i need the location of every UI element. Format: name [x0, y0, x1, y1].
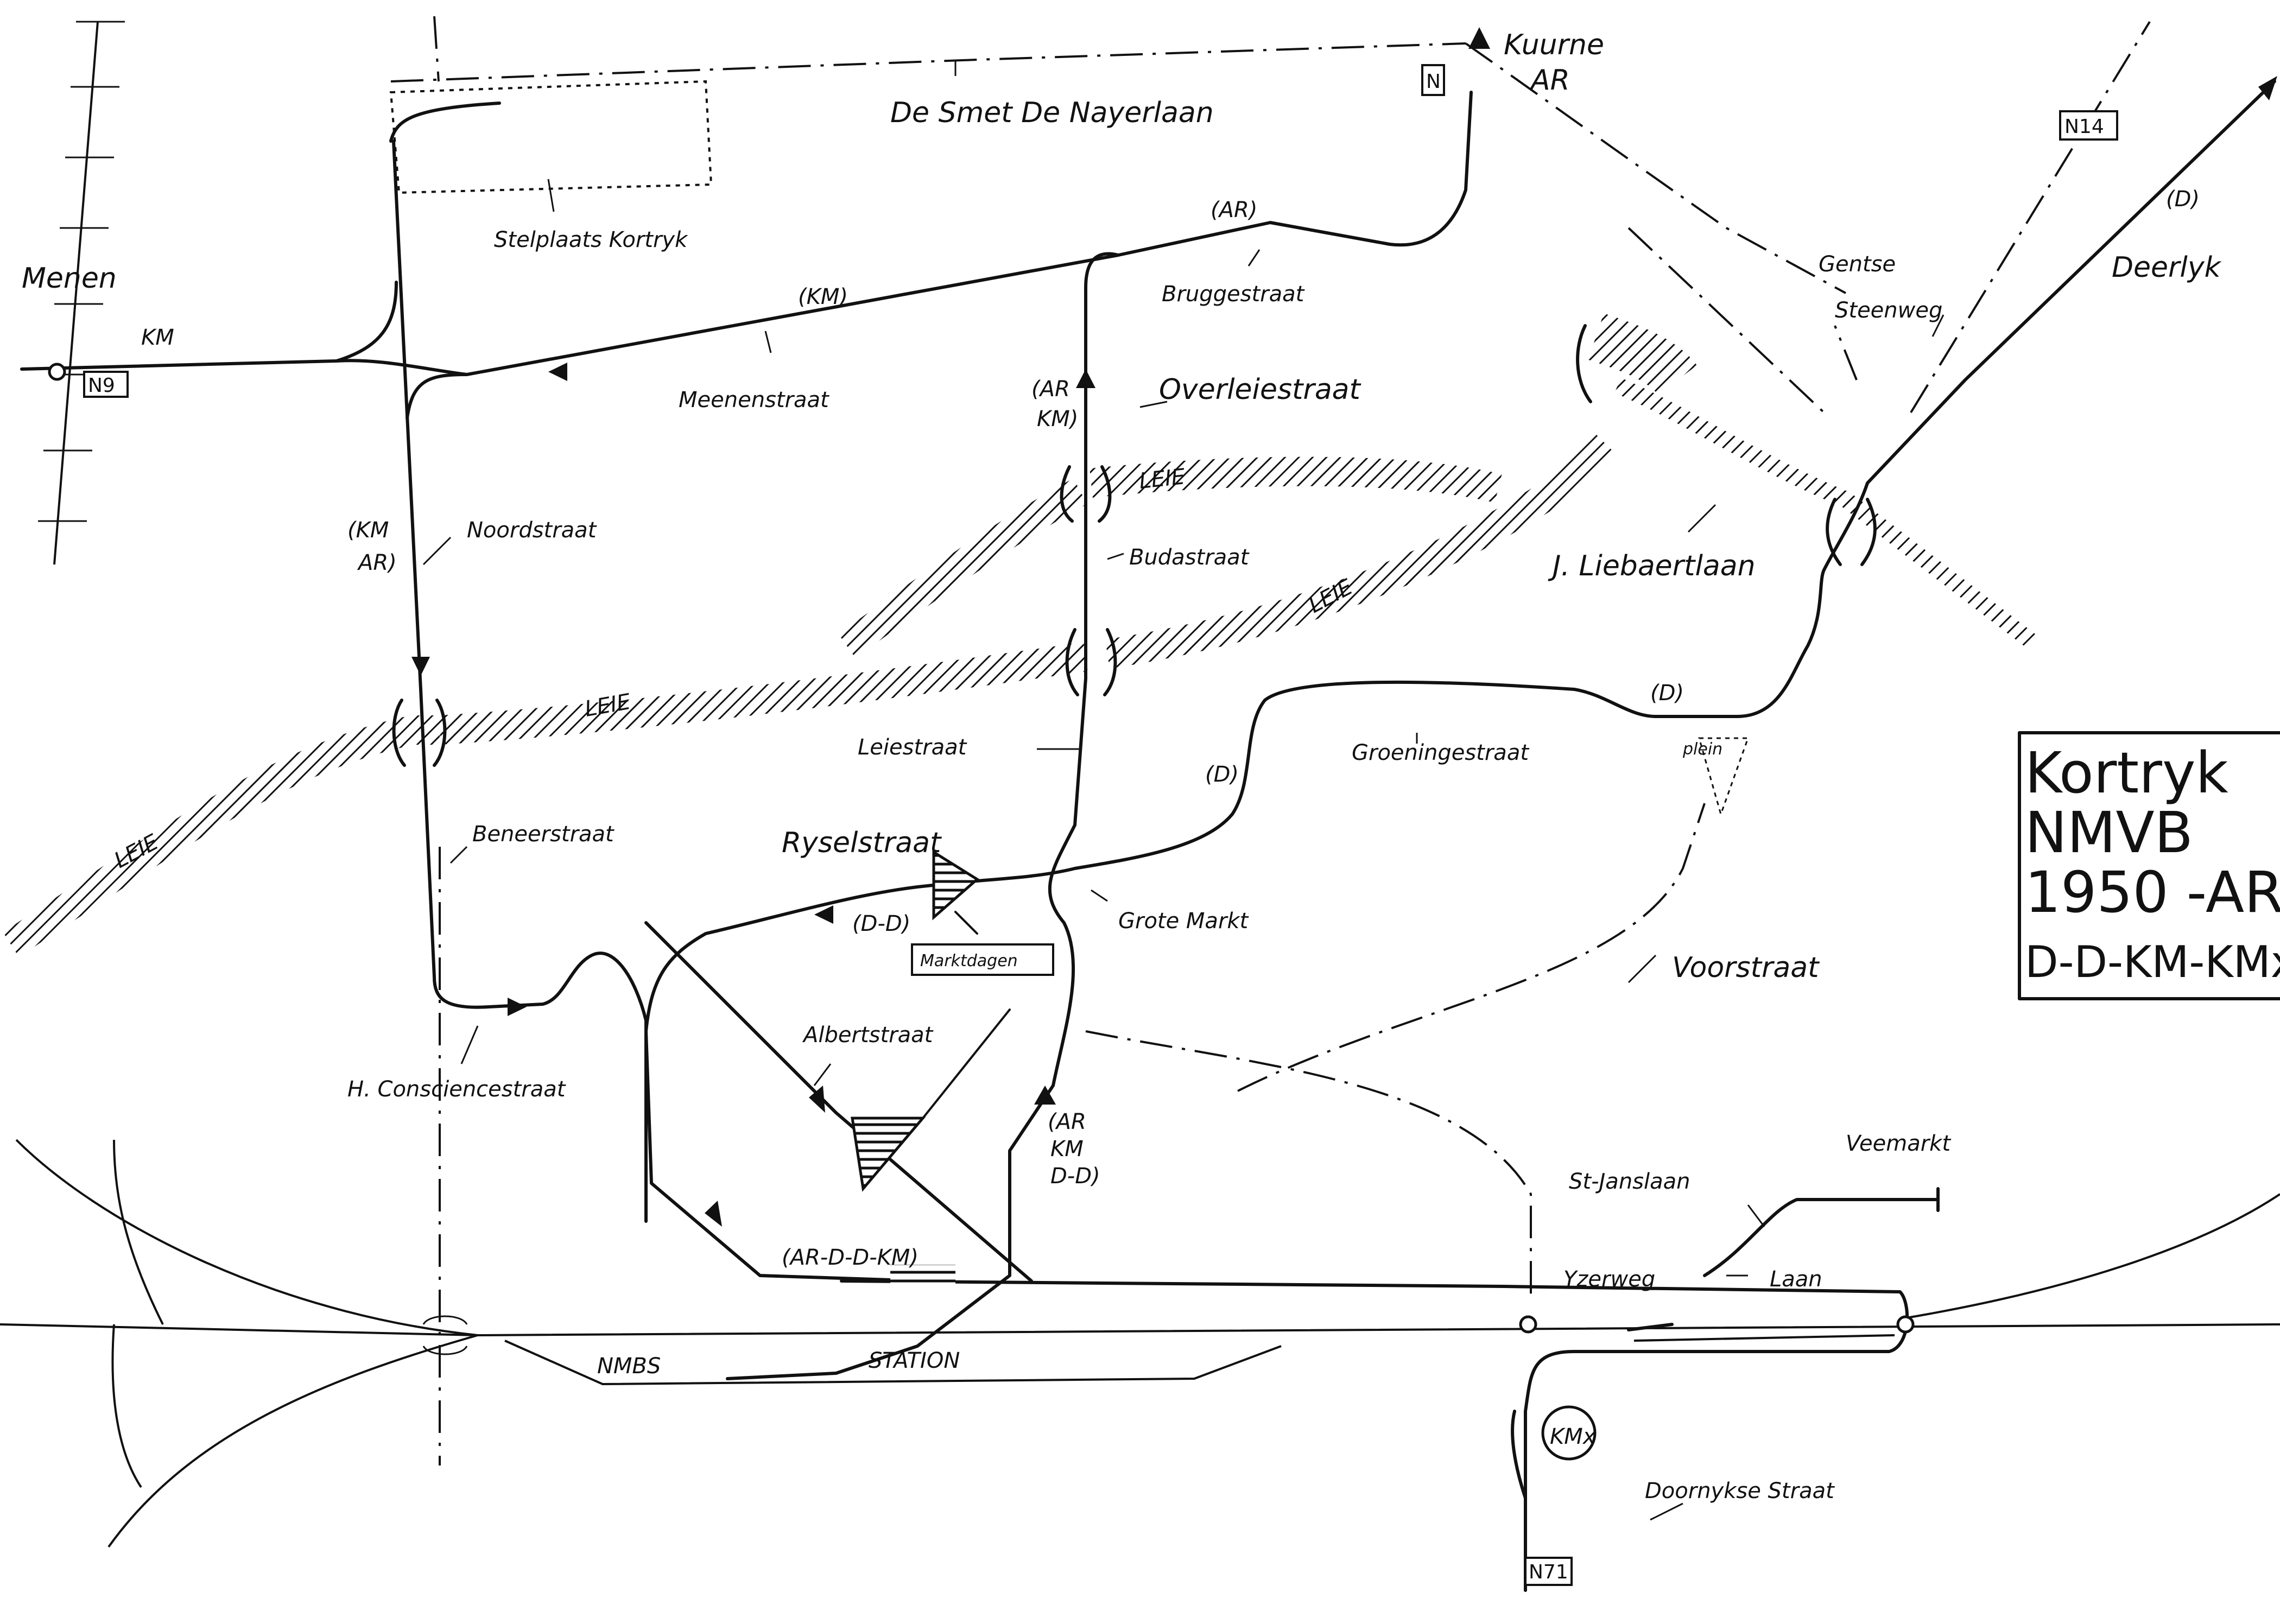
line-codes: KM (KM) (AR) (D) (D) (D) (AR KM) (KM AR)… [141, 187, 2200, 1461]
label-ryselstraat: Ryselstraat [782, 827, 942, 859]
leader-lines [422, 60, 1945, 1521]
map-title: Kortryk NMVB 1950 -AR- D-D-KM-KMx [2018, 731, 2280, 1000]
shield-n71-label: N71 [1529, 1561, 1568, 1583]
code-km-noord: (KM [347, 518, 389, 543]
code-ar-paren: (AR) [1211, 198, 1257, 223]
label-kuurne-line: AR [1529, 64, 1570, 97]
station-labels: NMBS STATION [422, 1315, 960, 1379]
label-beneerstraat: Beneerstraat [472, 822, 615, 847]
tram-network [20, 80, 2276, 1592]
label-voorstraat: Voorstraat [1672, 951, 1820, 984]
shield-n71 [1524, 1557, 1573, 1586]
code-ar-overleie: (AR [1031, 377, 1070, 402]
label-overleiestraat: Overleiestraat [1159, 373, 1361, 406]
code-dd: (D) [1205, 762, 1239, 787]
code-d-deerlyk: (D) [2166, 187, 2200, 212]
leie-river [3, 313, 2036, 957]
title-line3: 1950 -AR- [2025, 859, 2280, 925]
river-labels: LEIE LEIE LEIE LEIE [110, 464, 1357, 873]
marktdagen-box [911, 943, 1054, 976]
label-yzerweg: Yzerweg [1563, 1267, 1655, 1292]
code-km-overleie: KM) [1037, 407, 1078, 432]
bridges [392, 324, 1877, 767]
label-noordstraat: Noordstraat [467, 518, 597, 543]
label-gentse-2: Steenweg [1835, 298, 1942, 323]
label-marktdagen: Marktdagen [920, 951, 1018, 970]
shield-n9 [83, 371, 129, 398]
label-laan: Laan [1770, 1267, 1822, 1292]
label-grotemarkt: Grote Markt [1118, 909, 1249, 934]
label-liebaert: J. Liebaertlaan [1548, 550, 1756, 582]
city-boundary [390, 16, 2151, 1466]
code-km-top: KM [141, 325, 174, 350]
label-nmbs: NMBS [597, 1354, 661, 1379]
code-ar-d-d-km: (AR-D-D-KM) [782, 1245, 919, 1270]
label-stelplaats: Stelplaats Kortryk [494, 227, 688, 252]
code-km-paren: (KM) [798, 284, 848, 309]
label-leiestraat: Leiestraat [858, 735, 967, 760]
street-labels: De Smet De Nayerlaan Stelplaats Kortryk … [347, 97, 1951, 1504]
stelplaats-depot [389, 80, 713, 194]
label-gentse-1: Gentse [1819, 252, 1896, 277]
direction-labels: Kuurne AR Menen Deerlyk [22, 29, 2222, 295]
label-plein: plein [1682, 740, 1722, 759]
label-station: STATION [869, 1348, 960, 1373]
label-bruggestraat: Bruggestraat [1162, 282, 1305, 307]
code-ar-noord: AR) [357, 550, 397, 575]
direction-arrows [411, 27, 2277, 1227]
leie-label-north: LEIE [1138, 464, 1187, 494]
label-deerlyk: Deerlyk [2112, 251, 2222, 284]
code-d-d: (D-D) [852, 911, 910, 936]
code-ar-station: (AR [1048, 1109, 1086, 1134]
road-shields: N N14 N9 N71 [48, 64, 2118, 1586]
shield-n-label: N [1426, 71, 1441, 93]
label-albertstraat: Albertstraat [802, 1023, 934, 1048]
title-line1: Kortryk [2025, 740, 2228, 806]
label-kuurne: Kuurne [1504, 29, 1604, 61]
label-menenstraat: Meenenstraat [679, 388, 829, 413]
label-desmet: De Smet De Nayerlaan [890, 97, 1214, 129]
code-dd-station: D-D) [1050, 1164, 1100, 1189]
label-menen: Menen [22, 262, 117, 295]
label-budastraat: Budastraat [1129, 545, 1250, 570]
market-markers [851, 737, 1750, 1286]
title-line2: NMVB [2025, 800, 2193, 866]
railway-line [0, 21, 2280, 1548]
label-doornykse: Doornykse Straat [1645, 1479, 1835, 1504]
label-conscience: H. Conscienсestraat [347, 1077, 566, 1102]
code-d-groeninge: (D) [1650, 681, 1684, 706]
code-kmx: KMx [1550, 1424, 1596, 1449]
label-groeningestraat: Groeningestraat [1352, 740, 1529, 765]
shield-n9-label: N9 [88, 375, 115, 397]
code-km-station: KM [1050, 1137, 1084, 1162]
label-stjanslaan: St-Janslaan [1569, 1169, 1690, 1194]
label-veemarkt: Veemarkt [1846, 1131, 1951, 1156]
shield-n14-label: N14 [2064, 116, 2104, 138]
kmx-circle [1541, 1405, 1597, 1461]
shield-n [1421, 64, 1445, 96]
shield-n14 [2059, 110, 2118, 141]
title-line4: D-D-KM-KMx [2025, 937, 2280, 987]
